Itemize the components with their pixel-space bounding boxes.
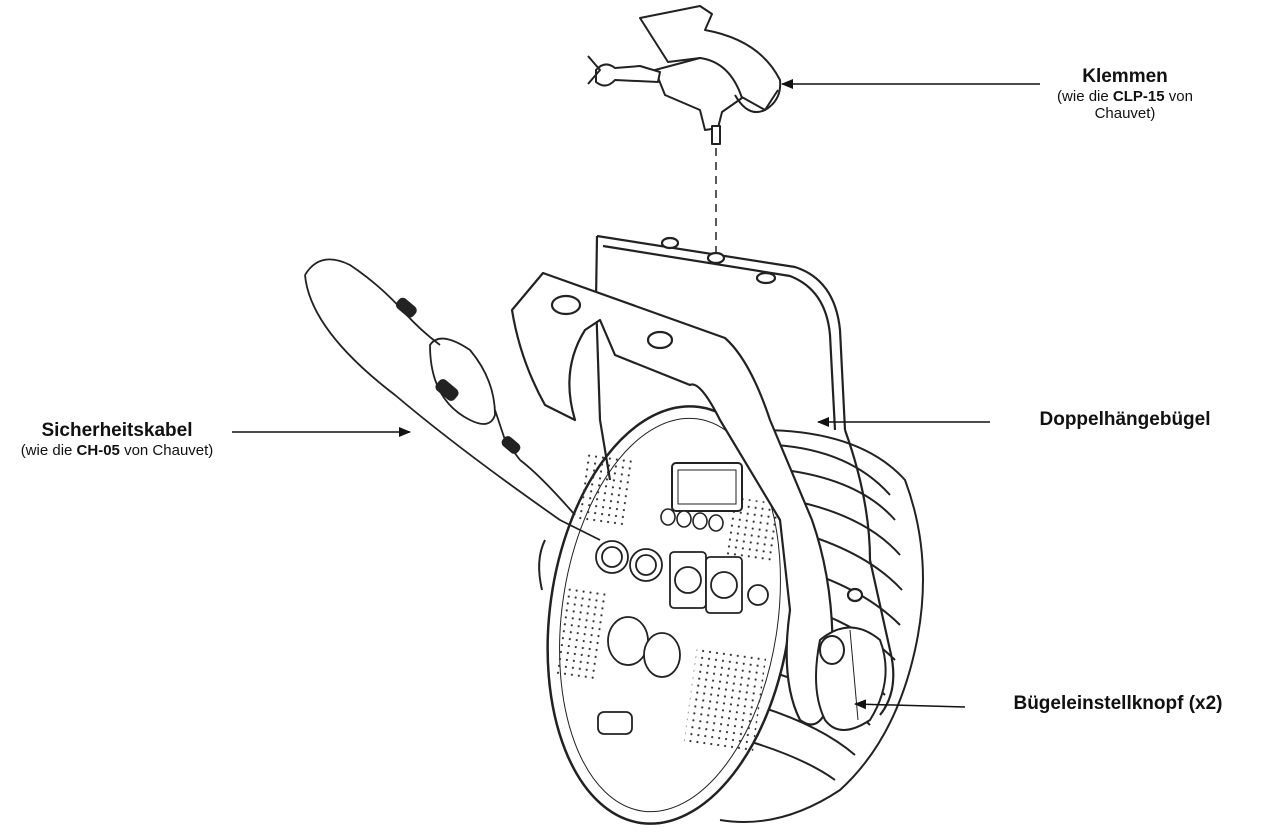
adjust-knob-title: Bügeleinstellknopf (x2) [1013,693,1223,714]
double-hanging-bracket [510,234,895,726]
double-bracket-callout: Doppelhängebügel [1000,409,1250,431]
double-bracket-title: Doppelhängebügel [1039,409,1211,430]
clamp-title: Klemmen [1082,66,1168,87]
safety-cable [304,258,601,541]
safety-cable-callout: Sicherheitskabel (wie die CH-05 von Chau… [4,420,230,459]
control-buttons [660,508,724,532]
dmx-connectors [595,540,663,582]
clamp-illustration [587,5,782,145]
power-connectors [669,551,769,614]
clamp-callout: Klemmen (wie die CLP-15 von Chauvet) [1030,66,1220,122]
clamp-subtitle: (wie die CLP-15 von Chauvet) [1057,87,1193,123]
safety-cable-title: Sicherheitskabel [41,420,193,441]
safety-cable-subtitle: (wie die CH-05 von Chauvet) [20,441,214,459]
front-panel [538,405,794,825]
leader-buegeleinstellknopf [854,699,966,710]
adjust-knob-callout: Bügeleinstellknopf (x2) [958,693,1278,715]
